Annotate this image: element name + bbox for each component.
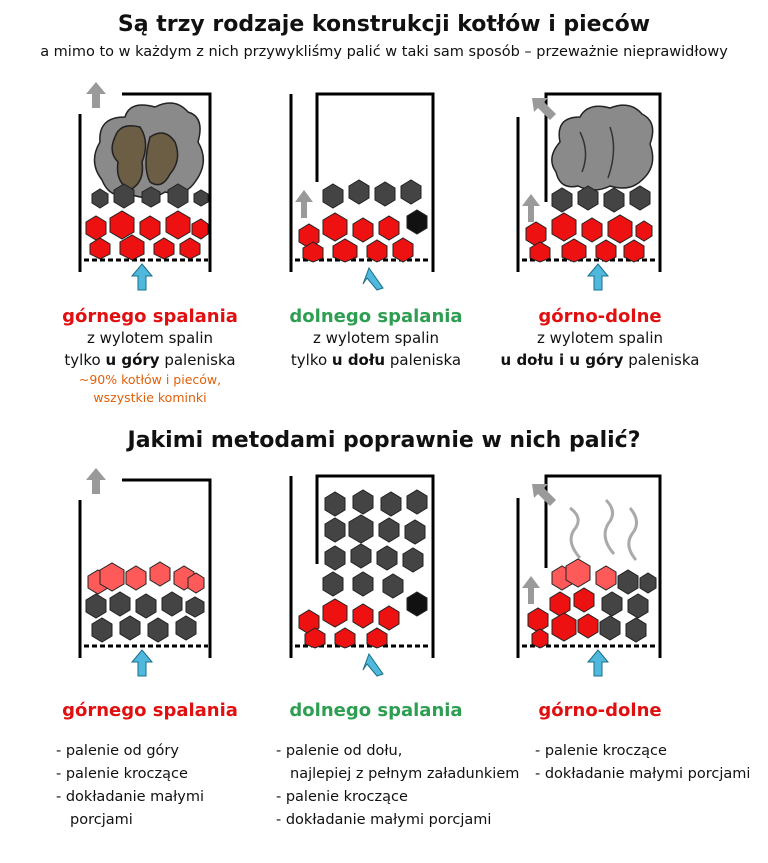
exhaust-arrow-icon	[532, 98, 556, 120]
type-note1: ~90% kotłów i pieców,	[78, 372, 222, 387]
smoke-cloud	[551, 104, 654, 191]
type-label-bottom-combustion: dolnego spalania z wylotem spalin tylko …	[256, 306, 496, 371]
stove-walls	[516, 474, 662, 658]
fuel-burning-layer	[85, 210, 209, 261]
exhaust-arrow-icon	[295, 190, 313, 218]
fuel-coal-layer	[85, 591, 205, 643]
list-item: - palenie kroczące	[56, 766, 188, 782]
exhaust-arrow-icon	[522, 194, 540, 222]
type-line1: z wylotem spalin	[313, 329, 439, 347]
stove-walls	[78, 478, 212, 658]
stove-walls	[289, 92, 435, 272]
air-inlet-arrow-icon	[586, 263, 610, 291]
type-line2: u dołu i u góry paleniska	[500, 351, 700, 369]
list-item: porcjami	[70, 812, 133, 828]
fuel-coal-layer	[599, 569, 657, 643]
method-diagram-top-bottom-combustion	[516, 474, 662, 677]
type-name: górno-dolne	[538, 306, 662, 327]
list-item: - dokładanie małymi porcjami	[535, 766, 751, 782]
smoke-wisps	[569, 498, 638, 561]
stove-diagram-top-bottom-combustion	[516, 92, 662, 291]
method-name: dolnego spalania	[289, 700, 463, 721]
method-name: górnego spalania	[62, 700, 238, 721]
fuel-burning-layer	[525, 212, 653, 263]
exhaust-arrow-icon	[86, 82, 106, 108]
stove-diagram-top-combustion	[78, 82, 212, 291]
list-item: - dokładanie małymi porcjami	[276, 812, 492, 828]
air-inlet-arrow-icon	[130, 649, 154, 677]
type-name: górnego spalania	[62, 306, 238, 327]
list-item: - palenie kroczące	[535, 743, 667, 759]
exhaust-arrow-icon	[522, 576, 540, 604]
fuel-coal-layer	[91, 183, 209, 209]
fuel-burning-layer	[298, 212, 414, 263]
type-line2: tylko u dołu paleniska	[290, 351, 462, 369]
fuel-coal-layer	[322, 179, 428, 235]
air-inlet-arrow-icon	[130, 263, 154, 291]
stove-walls	[78, 92, 212, 272]
method-name: górno-dolne	[538, 700, 662, 721]
type-line2: tylko u góry paleniska	[64, 351, 236, 369]
fuel-burning-layer	[298, 598, 400, 649]
page-title: Są trzy rodzaje konstrukcji kotłów i pie…	[117, 12, 651, 37]
section-question: Jakimi metodami poprawnie w nich palić?	[127, 428, 641, 453]
fuel-burning-layer	[87, 561, 205, 595]
stove-walls	[289, 474, 435, 658]
air-inlet-arrow-icon	[586, 649, 610, 677]
list-item: - palenie od dołu,	[276, 743, 403, 759]
fuel-burning-layer	[551, 558, 617, 591]
list-item: - dokładanie małymi	[56, 789, 205, 805]
air-inlet-arrow-icon	[362, 652, 384, 677]
list-item: - palenie kroczące	[276, 789, 408, 805]
smoke-cloud	[93, 102, 204, 199]
list-item: najlepiej z pełnym załadunkiem	[290, 766, 520, 782]
page-subtitle: a mimo to w każdym z nich przywykliśmy p…	[40, 44, 728, 60]
type-name: dolnego spalania	[289, 306, 463, 327]
method-label-top-bottom-combustion: górno-dolne	[480, 700, 720, 721]
type-label-top-combustion: górnego spalania z wylotem spalin tylko …	[30, 306, 270, 407]
type-label-top-bottom-combustion: górno-dolne z wylotem spalin u dołu i u …	[480, 306, 720, 371]
type-line1: z wylotem spalin	[87, 329, 213, 347]
method-diagram-bottom-combustion	[289, 474, 435, 677]
exhaust-arrow-icon	[532, 484, 556, 506]
method-diagram-top-combustion	[78, 468, 212, 677]
air-inlet-arrow-icon	[362, 266, 384, 291]
fuel-coal-layer	[551, 185, 651, 213]
method-list-bottom-combustion: - palenie od dołu, najlepiej z pełnym za…	[276, 740, 519, 832]
type-line1: z wylotem spalin	[537, 329, 663, 347]
type-note2: wszystkie kominki	[93, 390, 207, 405]
method-label-top-combustion: górnego spalania	[30, 700, 270, 721]
list-item: - palenie od góry	[56, 743, 179, 759]
method-list-top-bottom-combustion: - palenie kroczące - dokładanie małymi p…	[535, 740, 750, 786]
method-list-top-combustion: - palenie od góry - palenie kroczące - d…	[56, 740, 204, 832]
stove-diagram-bottom-combustion	[289, 92, 435, 291]
fuel-coal-layer	[322, 489, 428, 617]
fuel-burning-layer	[527, 587, 599, 649]
method-label-bottom-combustion: dolnego spalania	[256, 700, 496, 721]
exhaust-arrow-icon	[86, 468, 106, 494]
